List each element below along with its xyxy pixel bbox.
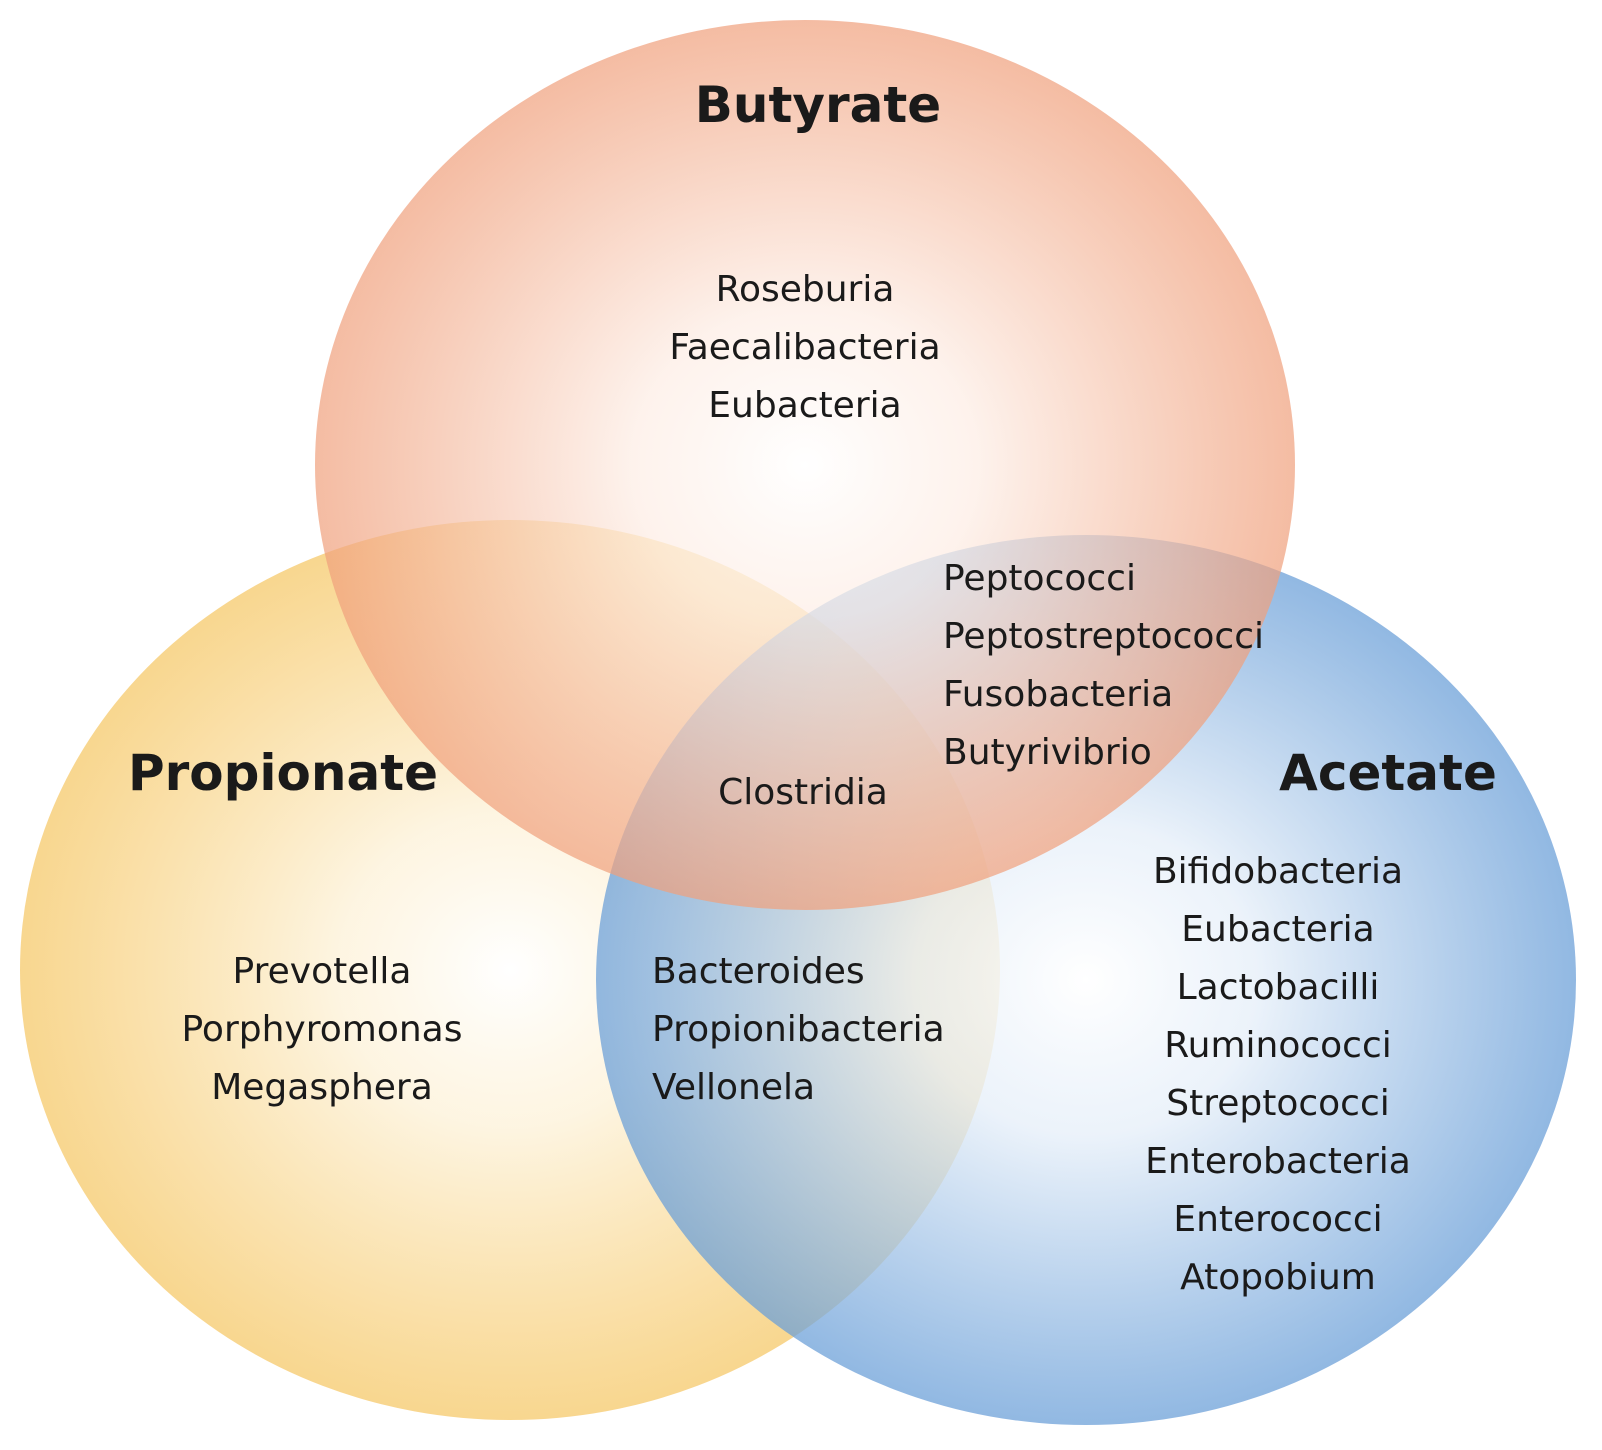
list-item: Eubacteria [1181, 909, 1375, 950]
list-item: Streptococci [1166, 1083, 1390, 1124]
list-item: Clostridia [718, 772, 888, 813]
region-propionate-acetate: Bacteroides Propionibacteria Vellonela [652, 943, 945, 1117]
region-all-three: Clostridia [718, 764, 888, 822]
list-item: Enterobacteria [1145, 1141, 1411, 1182]
list-item: Atopobium [1180, 1257, 1376, 1298]
list-item: Propionibacteria [652, 1009, 945, 1050]
list-item: Faecalibacteria [669, 327, 941, 368]
list-item: Megasphera [211, 1067, 433, 1108]
list-item: Enterococci [1173, 1199, 1383, 1240]
butyrate-title: Butyrate [694, 76, 942, 134]
list-item: Fusobacteria [943, 674, 1174, 715]
list-item: Bacteroides [652, 951, 865, 992]
region-butyrate-acetate: Peptococci Peptostreptococci Fusobacteri… [943, 550, 1264, 782]
region-acetate-only: Bifidobacteria Eubacteria Lactobacilli R… [1145, 843, 1411, 1307]
acetate-title: Acetate [1279, 744, 1497, 802]
list-item: Lactobacilli [1176, 967, 1380, 1008]
list-item: Prevotella [232, 951, 412, 992]
list-item: Roseburia [715, 269, 895, 310]
butyrate-circle [315, 20, 1295, 910]
list-item: Bifidobacteria [1152, 851, 1404, 892]
list-item: Vellonela [652, 1067, 816, 1108]
list-item: Porphyromonas [181, 1009, 463, 1050]
propionate-title: Propionate [127, 744, 439, 802]
list-item: Butyrivibrio [943, 732, 1152, 773]
list-item: Peptococci [943, 558, 1136, 599]
region-propionate-only: Prevotella Porphyromonas Megasphera [182, 943, 463, 1117]
list-item: Eubacteria [708, 385, 902, 426]
region-butyrate-only: Roseburia Faecalibacteria Eubacteria [669, 261, 940, 435]
list-item: Peptostreptococci [943, 616, 1264, 657]
list-item: Ruminococci [1164, 1025, 1392, 1066]
